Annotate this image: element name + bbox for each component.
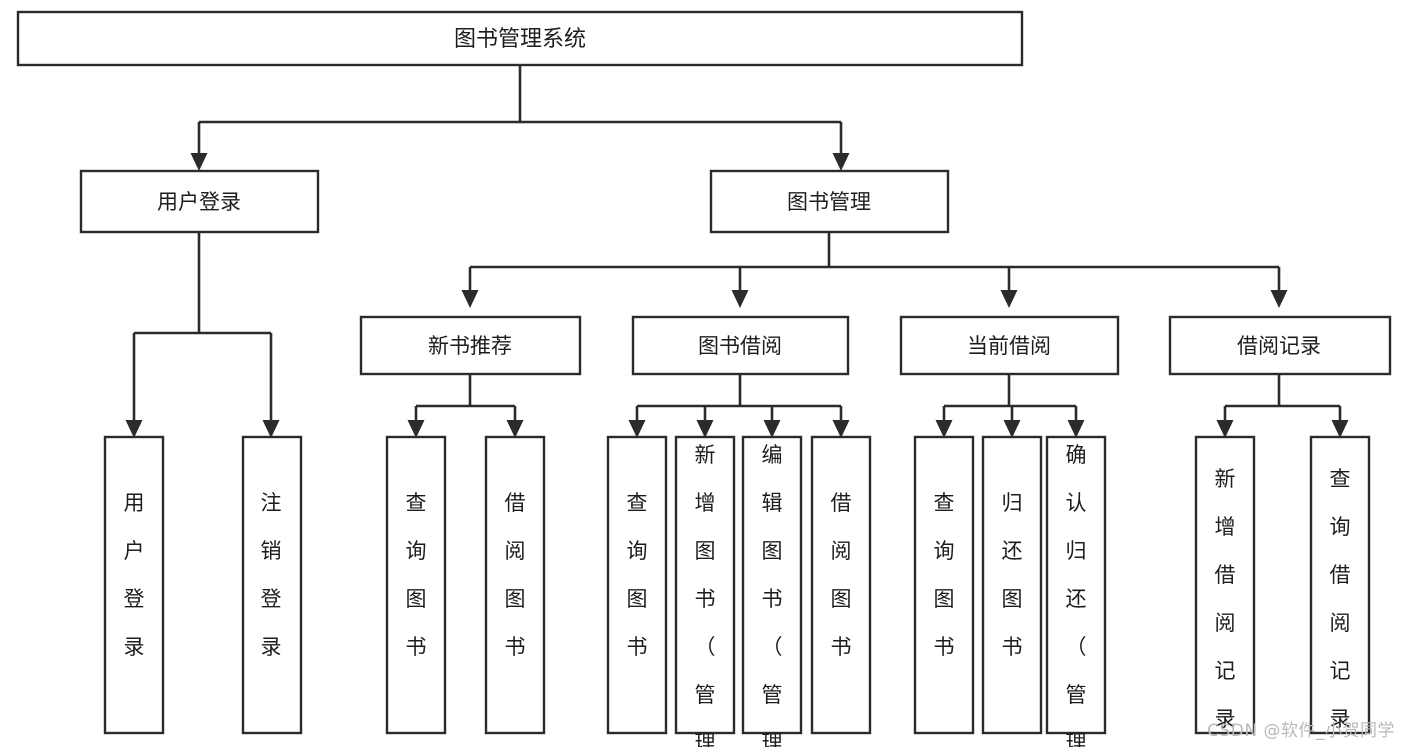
connector-newbook-to-leaves (407, 374, 524, 438)
leaf-borrow-borrow-book-label: 借阅图书 (831, 491, 852, 659)
connector-borrowrecord-to-leaves (1216, 374, 1349, 438)
leaf-new-book-borrow-label: 借阅图书 (505, 491, 526, 659)
leaf-user-login-logout-label: 注销登录 (261, 491, 282, 659)
node-user-login-label: 用户登录 (157, 190, 241, 214)
node-book-management-label: 图书管理 (787, 190, 871, 214)
connector-userlogin-to-leaves (125, 232, 280, 438)
leaf-new-book-borrow[interactable]: 借阅图书 (484, 435, 546, 735)
leaf-new-book-query[interactable]: 查询图书 (385, 435, 447, 735)
connector-root-to-level2 (190, 65, 850, 171)
node-current-borrow[interactable]: 当前借阅 (899, 315, 1120, 376)
leaf-user-login-logout[interactable]: 注销登录 (241, 435, 303, 735)
leaf-current-return-book[interactable]: 归还图书 (981, 435, 1043, 735)
leaf-borrow-edit-book-label: 编辑图书（管理员） (762, 443, 783, 747)
connector-currentborrow-to-leaves (935, 374, 1085, 438)
node-root-system[interactable]: 图书管理系统 (16, 10, 1024, 67)
leaf-new-book-query-label: 查询图书 (406, 491, 427, 659)
node-borrow-record[interactable]: 借阅记录 (1168, 315, 1392, 376)
connector-bookborrow-to-leaves (628, 374, 850, 438)
node-new-book-recommend[interactable]: 新书推荐 (359, 315, 582, 376)
node-root-label: 图书管理系统 (454, 27, 586, 52)
connector-bookmgmt-to-level3 (461, 232, 1288, 308)
leaf-current-query-book[interactable]: 查询图书 (913, 435, 975, 735)
leaf-record-add[interactable]: 新增借阅记录 (1194, 435, 1256, 735)
node-book-borrow[interactable]: 图书借阅 (631, 315, 850, 376)
leaf-current-return-book-label: 归还图书 (1002, 491, 1023, 659)
csdn-watermark: CSDN @软件_小贺同学 (1207, 721, 1395, 741)
leaf-borrow-add-book-label: 新增图书（管理员） (695, 443, 716, 747)
leaf-current-query-book-label: 查询图书 (934, 491, 955, 659)
leaf-record-query-label: 查询借阅记录 (1330, 467, 1351, 731)
leaf-borrow-query-book-label: 查询图书 (627, 491, 648, 659)
node-current-borrow-label: 当前借阅 (967, 334, 1051, 358)
leaf-user-login-login[interactable]: 用户登录 (103, 435, 165, 735)
node-new-book-recommend-label: 新书推荐 (428, 334, 512, 358)
node-user-login[interactable]: 用户登录 (79, 169, 320, 234)
node-book-management[interactable]: 图书管理 (709, 169, 950, 234)
leaf-borrow-edit-book[interactable]: 编辑图书（管理员） (741, 435, 803, 747)
leaf-record-query[interactable]: 查询借阅记录 (1309, 435, 1371, 735)
node-book-borrow-label: 图书借阅 (698, 334, 782, 358)
leaf-borrow-query-book[interactable]: 查询图书 (606, 435, 668, 735)
leaf-borrow-borrow-book[interactable]: 借阅图书 (810, 435, 872, 735)
leaf-current-confirm-return[interactable]: 确认归还（管理员） (1045, 435, 1107, 747)
leaf-borrow-add-book[interactable]: 新增图书（管理员） (674, 435, 736, 747)
leaf-user-login-login-label: 用户登录 (124, 491, 145, 659)
leaf-record-add-label: 新增借阅记录 (1215, 467, 1236, 731)
node-borrow-record-label: 借阅记录 (1237, 334, 1321, 358)
leaf-current-confirm-return-label: 确认归还（管理员） (1066, 443, 1087, 747)
